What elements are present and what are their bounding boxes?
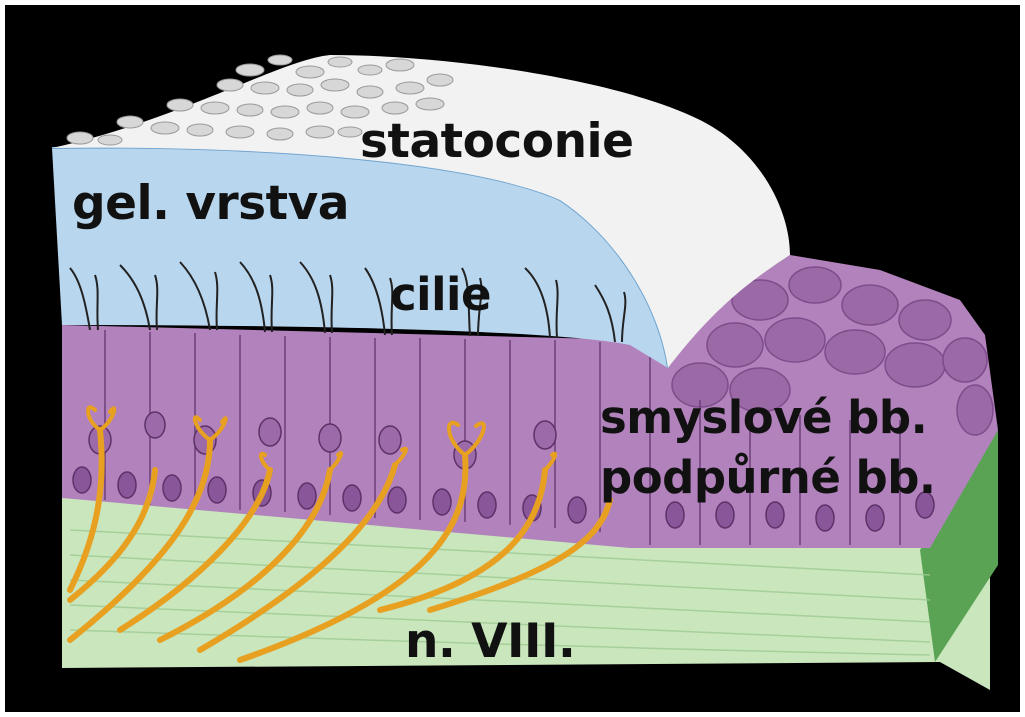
cilia-label: cilie — [390, 272, 491, 317]
nerve-label: n. VIII. — [405, 618, 575, 665]
supporting-cells-label: podpůrné bb. — [600, 455, 936, 500]
sensory-cells-label: smyslové bb. — [600, 395, 927, 440]
gel-layer-label: gel. vrstva — [72, 180, 349, 227]
statoconie-label: statoconie — [360, 118, 634, 165]
